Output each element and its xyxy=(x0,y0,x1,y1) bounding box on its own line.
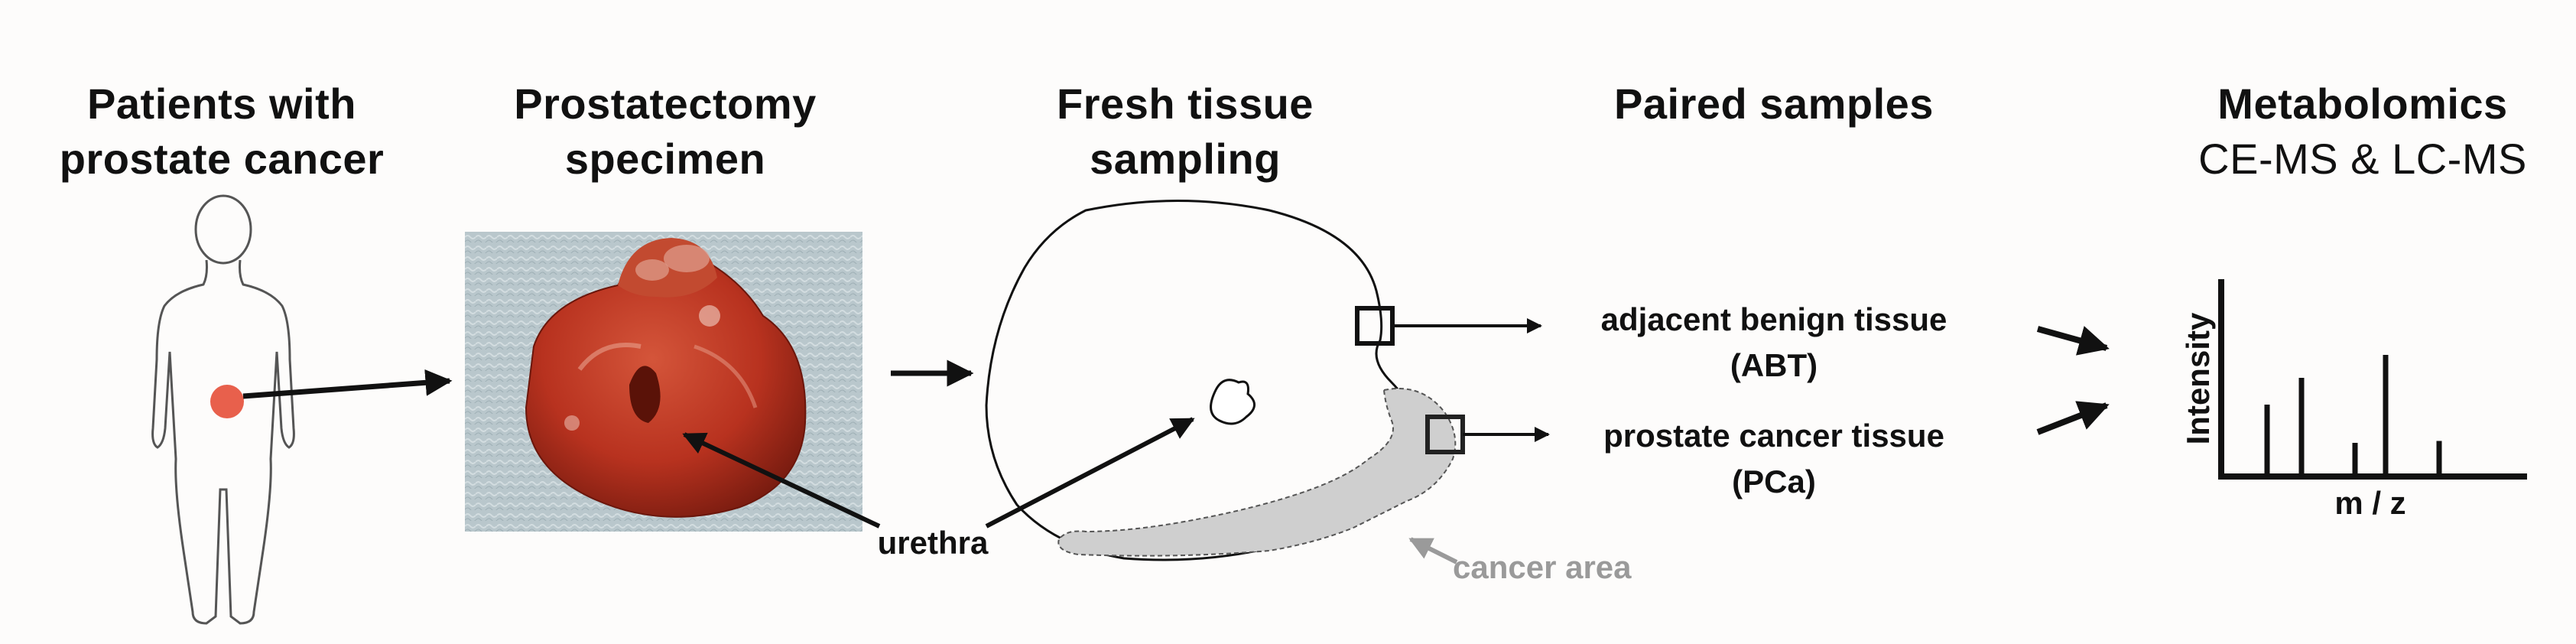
arrow-pca-to-metabolomics xyxy=(2036,401,2110,435)
patient-silhouette xyxy=(151,194,295,625)
cancer-area-label: cancer area xyxy=(1453,549,1632,585)
arrow-abt-to-metabolomics xyxy=(2036,326,2110,356)
pca-label: prostate cancer tissue (PCa) xyxy=(1603,418,1944,499)
tumor-location-dot xyxy=(210,385,244,418)
arrow-urethra-photo xyxy=(682,432,881,529)
cancer-area-region xyxy=(1057,388,1457,557)
arrow-urethra-diagram xyxy=(985,417,1195,529)
step-title-metabolomics: Metabolomics CE-MS & LC-MS xyxy=(2198,80,2527,183)
arrow-cancer-area xyxy=(1408,537,1458,564)
spectrum-x-label: m / z xyxy=(2334,485,2406,521)
arrow-patient-to-specimen xyxy=(242,369,453,399)
prostatectomy-specimen-photo xyxy=(465,232,862,532)
urethra-label: urethra xyxy=(877,525,989,561)
step-title-prostatectomy: Prostatectomy specimen xyxy=(514,80,817,183)
step-title-paired-samples: Paired samples xyxy=(1614,80,1934,128)
step-title-fresh-tissue: Fresh tissue sampling xyxy=(1057,80,1314,183)
spectrum-y-label: Intensity xyxy=(2180,312,2216,445)
mass-spectrum xyxy=(2218,279,2527,480)
abt-label: adjacent benign tissue (ABT) xyxy=(1600,301,1947,383)
abt-sample-box xyxy=(1355,306,1395,346)
step-title-patients: Patients with prostate cancer xyxy=(59,80,385,183)
urethra-outline xyxy=(1210,379,1256,425)
